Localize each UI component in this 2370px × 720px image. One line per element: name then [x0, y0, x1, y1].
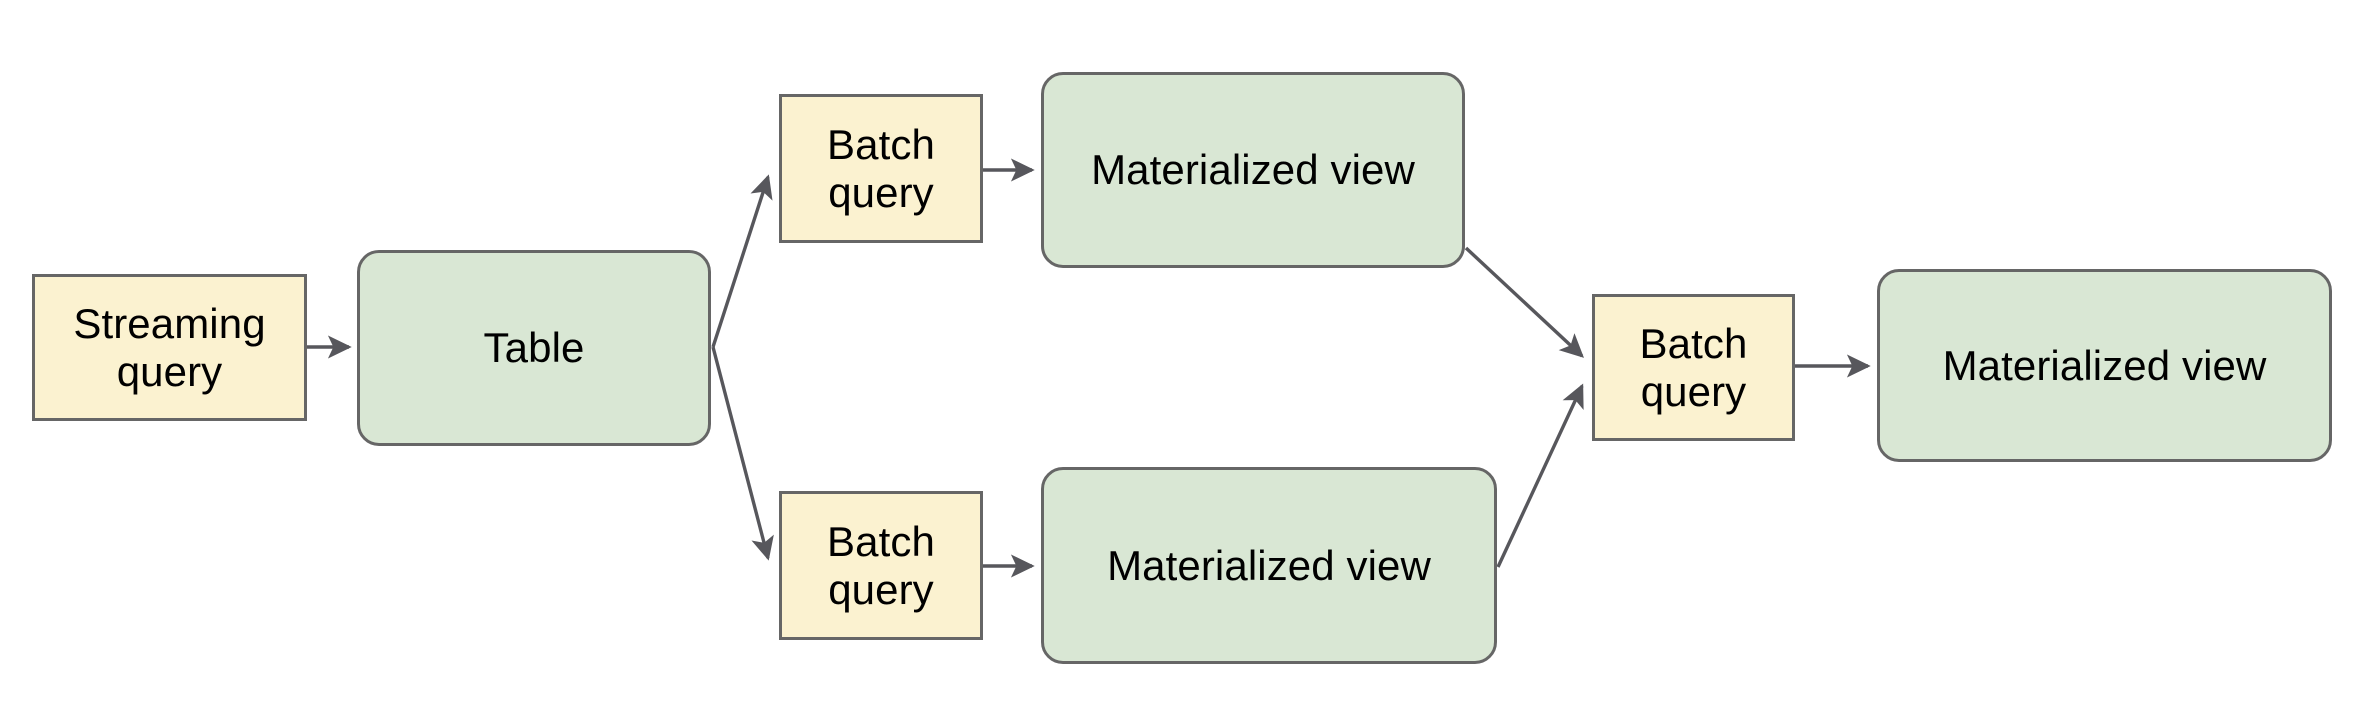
node-batch-query-top[interactable]: Batch query	[779, 94, 983, 243]
node-batch-query-center-label: Batch query	[1639, 320, 1748, 415]
node-batch-query-bottom[interactable]: Batch query	[779, 491, 983, 640]
node-materialized-view-right-label: Materialized view	[1942, 341, 2267, 389]
node-materialized-view-right[interactable]: Materialized view	[1877, 269, 2332, 462]
node-materialized-view-bottom[interactable]: Materialized view	[1041, 467, 1497, 664]
node-table-label: Table	[483, 324, 585, 372]
edge-materialized-view-bottom-to-batch-query-center	[1496, 383, 1584, 568]
node-materialized-view-top-label: Materialized view	[1091, 146, 1415, 194]
edge-materialized-view-top-to-batch-query-center	[1464, 246, 1584, 358]
node-streaming-query-label: Streaming query	[73, 300, 266, 395]
edge-table-to-batch-query-top	[711, 174, 773, 348]
node-streaming-query[interactable]: Streaming query	[32, 274, 307, 421]
node-batch-query-top-label: Batch query	[827, 121, 935, 216]
node-table[interactable]: Table	[357, 250, 711, 446]
node-batch-query-center[interactable]: Batch query	[1592, 294, 1795, 441]
node-batch-query-bottom-label: Batch query	[827, 518, 935, 613]
edge-table-to-batch-query-bottom	[711, 346, 774, 561]
node-materialized-view-bottom-label: Materialized view	[1107, 541, 1431, 589]
node-materialized-view-top[interactable]: Materialized view	[1041, 72, 1465, 268]
